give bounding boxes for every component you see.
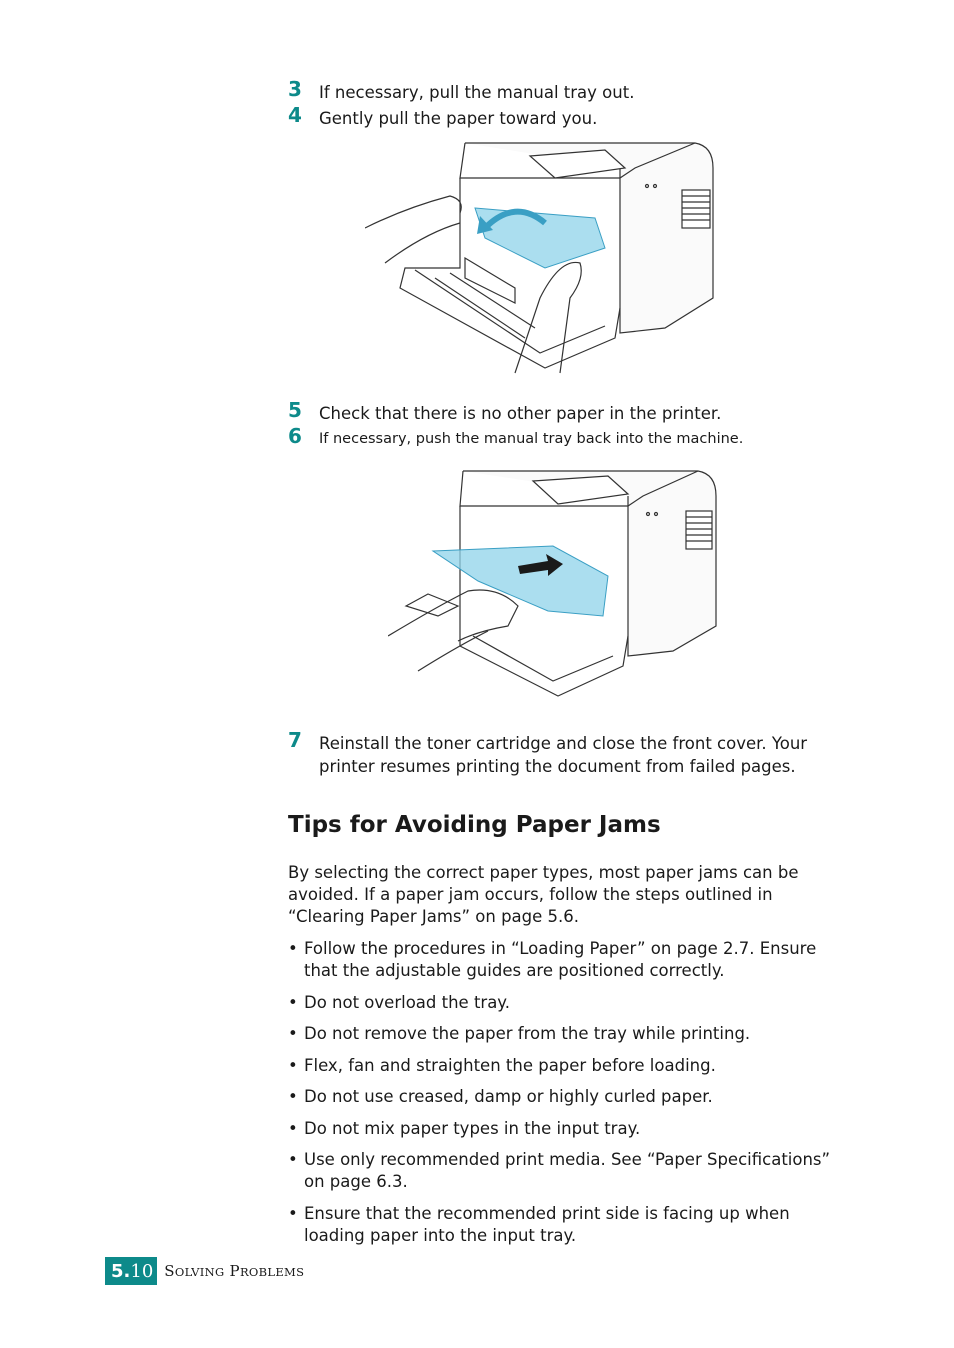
list-item: •Do not mix paper types in the input tra… bbox=[288, 1118, 641, 1138]
list-item: •Follow the procedures in “Loading Paper… bbox=[288, 939, 817, 980]
bullet-icon: • bbox=[288, 992, 298, 1012]
page-number: 10 bbox=[130, 1260, 154, 1282]
tips-list: •Follow the procedures in “Loading Paper… bbox=[288, 938, 848, 1256]
bullet-icon: • bbox=[288, 939, 298, 958]
chapter-number: 5. bbox=[111, 1260, 131, 1282]
step-4: 4 Gently pull the paper toward you. bbox=[288, 103, 858, 130]
section-intro: By selecting the correct paper types, mo… bbox=[288, 863, 799, 926]
list-item: •Do not overload the tray. bbox=[288, 992, 510, 1012]
list-item: •Do not remove the paper from the tray w… bbox=[288, 1024, 751, 1043]
step-number: 6 bbox=[288, 424, 302, 448]
step-7: 7 Reinstall the toner cartridge and clos… bbox=[288, 728, 858, 778]
step-number: 5 bbox=[288, 398, 302, 422]
bullet-icon: • bbox=[288, 1024, 298, 1043]
step-6: 6 If necessary, push the manual tray bac… bbox=[288, 424, 858, 451]
step-text: If necessary, push the manual tray back … bbox=[319, 431, 744, 447]
bullet-icon: • bbox=[288, 1203, 298, 1223]
step-text: Gently pull the paper toward you. bbox=[319, 109, 598, 128]
running-title: SOLVING PROBLEMS bbox=[164, 1262, 305, 1280]
step-text: If necessary, pull the manual tray out. bbox=[319, 83, 635, 102]
bullet-icon: • bbox=[288, 1118, 298, 1138]
step-number: 7 bbox=[288, 728, 302, 752]
section-heading: Tips for Avoiding Paper Jams bbox=[288, 812, 661, 838]
list-item: •Use only recommended print media. See “… bbox=[288, 1150, 831, 1191]
list-item: •Do not use creased, damp or highly curl… bbox=[288, 1087, 713, 1106]
bullet-icon: • bbox=[288, 1055, 298, 1075]
step-text: Check that there is no other paper in th… bbox=[319, 404, 722, 423]
step-number: 3 bbox=[288, 77, 302, 101]
list-item: •Ensure that the recommended print side … bbox=[288, 1203, 790, 1245]
printer-pull-paper-illustration bbox=[365, 142, 714, 374]
page-number-badge: 5.10 bbox=[105, 1257, 158, 1285]
bullet-icon: • bbox=[288, 1087, 298, 1106]
step-3: 3 If necessary, pull the manual tray out… bbox=[288, 77, 858, 104]
step-number: 4 bbox=[288, 103, 302, 127]
bullet-icon: • bbox=[288, 1150, 298, 1169]
step-text: Reinstall the toner cartridge and close … bbox=[319, 734, 808, 776]
page-footer: 5.10 SOLVING PROBLEMS bbox=[105, 1257, 304, 1285]
list-item: •Flex, fan and straighten the paper befo… bbox=[288, 1055, 716, 1075]
step-5: 5 Check that there is no other paper in … bbox=[288, 398, 858, 425]
printer-push-tray-illustration bbox=[388, 470, 717, 697]
